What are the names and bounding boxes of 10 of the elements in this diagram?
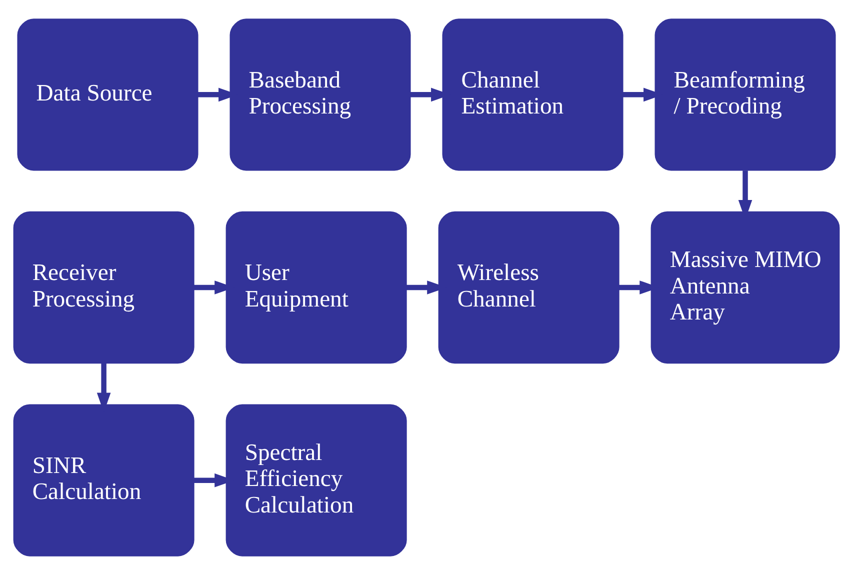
node-box: Beamforming / Precoding [654, 18, 836, 171]
node-box: User Equipment [226, 211, 407, 364]
node-box: Baseband Processing [230, 18, 411, 171]
node-box: Massive MIMO Antenna Array [650, 211, 840, 364]
node-box: Wireless Channel [438, 211, 620, 364]
node-box: Channel Estimation [442, 18, 624, 171]
node-box: SINR Calculation [13, 404, 194, 556]
node-box: Receiver Processing [13, 211, 194, 364]
node-box: Spectral Efficiency Calculation [226, 404, 407, 556]
node-box: Data Source [17, 18, 198, 171]
